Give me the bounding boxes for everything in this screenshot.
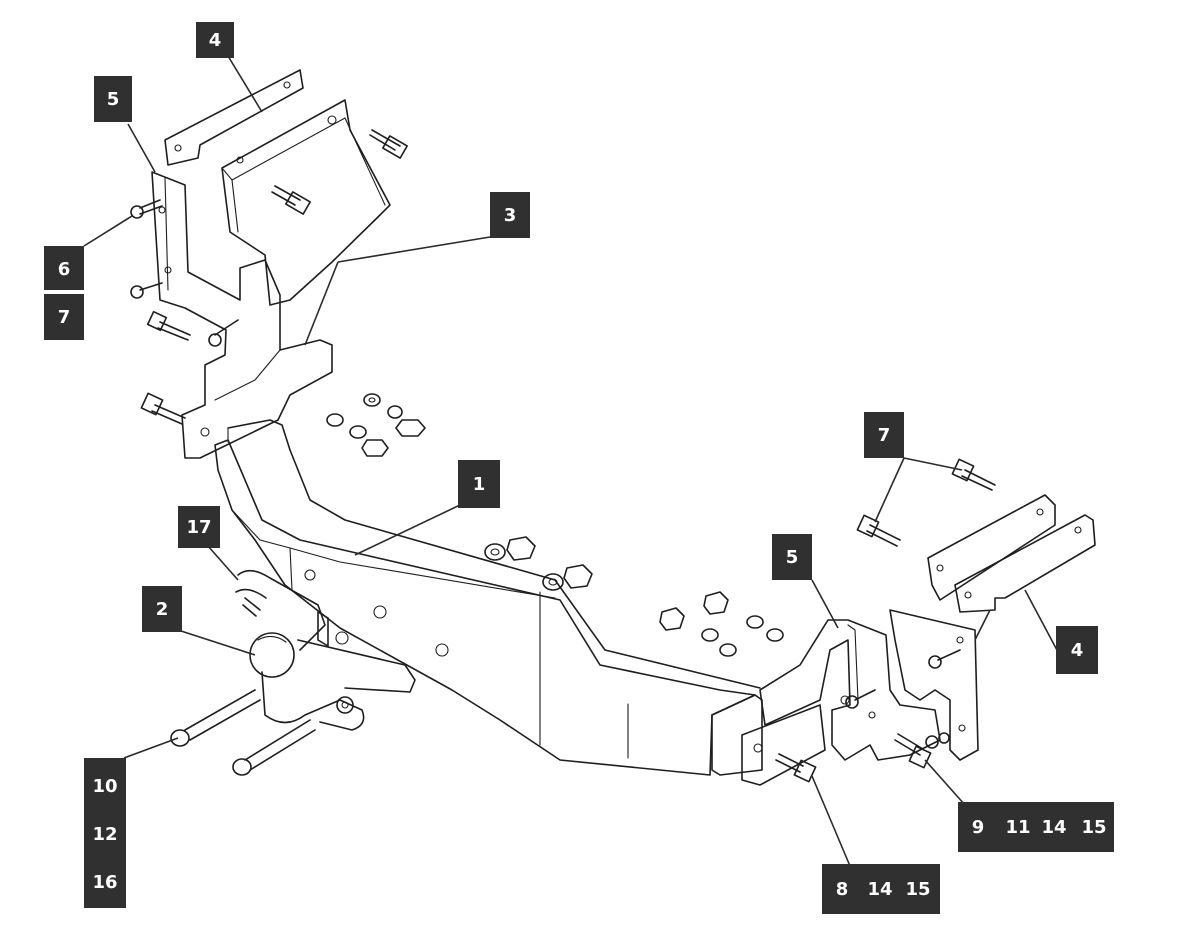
left-side-plate-5: [151, 171, 333, 459]
left-bolts: [130, 129, 408, 425]
svg-text:4: 4: [1071, 640, 1084, 661]
svg-text:14: 14: [1041, 817, 1066, 838]
svg-text:10: 10: [92, 776, 117, 797]
right-bolts: [775, 458, 996, 783]
svg-text:17: 17: [186, 517, 211, 538]
svg-text:4: 4: [209, 30, 222, 51]
right-bracket: [889, 609, 979, 761]
left-mount-plate-4: [164, 69, 304, 166]
label-group-bottom-left: 10 12 16: [84, 758, 126, 908]
ball-bolts: [170, 689, 316, 776]
svg-text:5: 5: [107, 89, 120, 110]
label-part-5-left: 5: [94, 76, 132, 122]
right-nuts-washers: [659, 591, 784, 657]
svg-text:6: 6: [58, 259, 71, 280]
svg-text:12: 12: [92, 824, 117, 845]
label-part-4-right: 4: [1056, 626, 1098, 674]
center-nuts-washers: [484, 536, 593, 591]
right-end-plate: [711, 694, 826, 786]
svg-text:7: 7: [878, 425, 891, 446]
svg-text:15: 15: [1081, 817, 1106, 838]
svg-text:9: 9: [972, 817, 985, 838]
main-crossbar-1: [214, 419, 761, 776]
label-part-1: 1: [458, 460, 500, 508]
svg-text:2: 2: [156, 599, 169, 620]
label-part-6: 6: [44, 246, 84, 290]
label-part-7-left: 7: [44, 294, 84, 340]
svg-text:7: 7: [58, 307, 71, 328]
svg-text:1: 1: [473, 474, 486, 495]
right-mount-plate: [927, 494, 1056, 601]
svg-text:8: 8: [836, 879, 849, 900]
svg-text:3: 3: [504, 205, 517, 226]
label-part-4-top: 4: [196, 22, 234, 58]
label-part-5-right: 5: [772, 534, 812, 580]
label-part-7-right: 7: [864, 412, 904, 458]
right-mount-plate-4: [954, 514, 1096, 613]
svg-text:15: 15: [905, 879, 930, 900]
svg-text:11: 11: [1005, 817, 1030, 838]
label-group-bottom-right: 9 11 14 15: [958, 802, 1114, 852]
left-nuts-washers: [326, 393, 426, 457]
right-side-plate-5: [759, 619, 941, 761]
svg-text:16: 16: [92, 872, 117, 893]
label-group-bottom-center: 8 14 15: [822, 864, 940, 914]
label-part-17: 17: [178, 506, 220, 548]
leader-lines: [83, 55, 1059, 867]
svg-text:5: 5: [786, 547, 799, 568]
tow-ball-assembly-2: [235, 569, 416, 731]
label-part-3: 3: [490, 192, 530, 238]
svg-text:14: 14: [867, 879, 892, 900]
label-part-2: 2: [142, 586, 182, 632]
left-bracket-3: [221, 99, 391, 306]
